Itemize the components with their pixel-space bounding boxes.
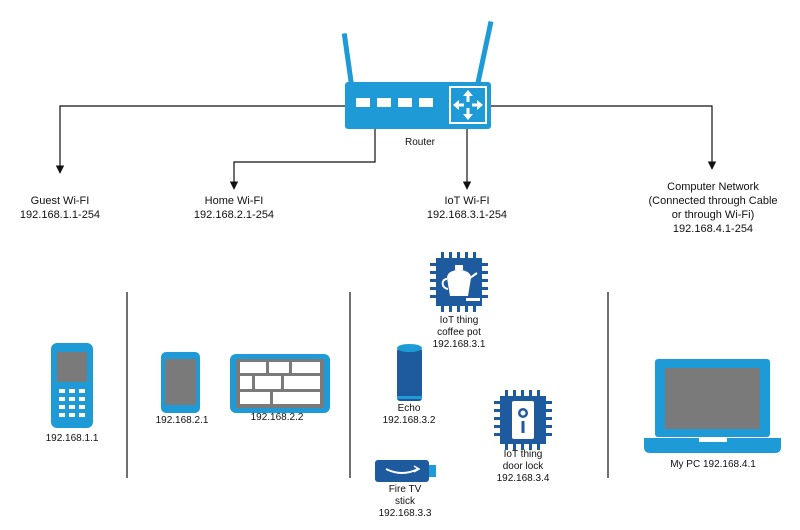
coffee-pot-label: IoT thing coffee pot 192.168.3.1 — [424, 315, 494, 351]
coffee-pot-chip-icon — [430, 252, 488, 312]
echo-name: Echo — [397, 403, 421, 414]
iot-network-range: 192.168.3.1-254 — [426, 209, 508, 221]
door-lock-line2: door lock — [502, 461, 544, 472]
home-network-name: Home Wi-FI — [204, 195, 264, 207]
fire-tv-line1: Fire TV — [388, 484, 422, 495]
computer-network-range: 192.168.4.1-254 — [672, 223, 754, 235]
phone-icon — [51, 343, 93, 428]
door-lock-chip-icon — [494, 390, 552, 450]
iot-network-name: IoT Wi-FI — [444, 195, 490, 207]
echo-speaker-icon — [397, 344, 422, 401]
guest-network-range: 192.168.1.1-254 — [19, 209, 101, 221]
iot-network-label: IoT Wi-FI 192.168.3.1-254 — [405, 194, 529, 222]
guest-network-name: Guest Wi-FI — [30, 195, 90, 207]
coffee-pot-line1: IoT thing — [439, 315, 479, 326]
door-lock-ip: 192.168.3.4 — [496, 473, 550, 484]
home-link — [229, 129, 376, 190]
large-tablet-icon — [230, 354, 330, 413]
connection-lines — [55, 105, 717, 190]
coffee-pot-ip: 192.168.3.1 — [432, 339, 486, 350]
router-icon — [341, 21, 494, 129]
pc-label: My PC 192.168.4.1 — [670, 459, 756, 470]
laptop-icon — [644, 359, 781, 453]
guest-link — [55, 105, 345, 174]
computer-link — [491, 105, 717, 170]
home-network-range: 192.168.2.1-254 — [193, 209, 275, 221]
small-tablet-icon — [161, 352, 200, 413]
home-network-label: Home Wi-FI 192.168.2.1-254 — [172, 194, 296, 222]
coffee-pot-line2: coffee pot — [437, 327, 481, 338]
fire-tv-stick-icon — [375, 460, 436, 482]
computer-network-line3: or through Wi-Fi) — [671, 209, 755, 221]
large-tablet-ip: 192.168.2.2 — [250, 412, 304, 423]
computer-network-line1: Computer Network — [667, 181, 759, 193]
computer-network-label: Computer Network (Connected through Cabl… — [635, 180, 791, 236]
dividers — [126, 292, 609, 478]
guest-network-label: Guest Wi-FI 192.168.1.1-254 — [0, 194, 120, 222]
computer-network-line2: (Connected through Cable — [648, 195, 778, 207]
door-lock-line1: IoT thing — [503, 449, 543, 460]
fire-tv-ip: 192.168.3.3 — [378, 508, 432, 519]
fire-tv-label: Fire TV stick 192.168.3.3 — [370, 484, 440, 520]
small-tablet-ip: 192.168.2.1 — [155, 415, 209, 426]
fire-tv-line2: stick — [395, 496, 415, 507]
echo-label: Echo 192.168.3.2 — [374, 403, 444, 427]
echo-ip: 192.168.3.2 — [382, 415, 436, 426]
door-lock-label: IoT thing door lock 192.168.3.4 — [488, 449, 558, 485]
phone-ip: 192.168.1.1 — [45, 433, 99, 444]
router-label: Router — [404, 137, 435, 148]
